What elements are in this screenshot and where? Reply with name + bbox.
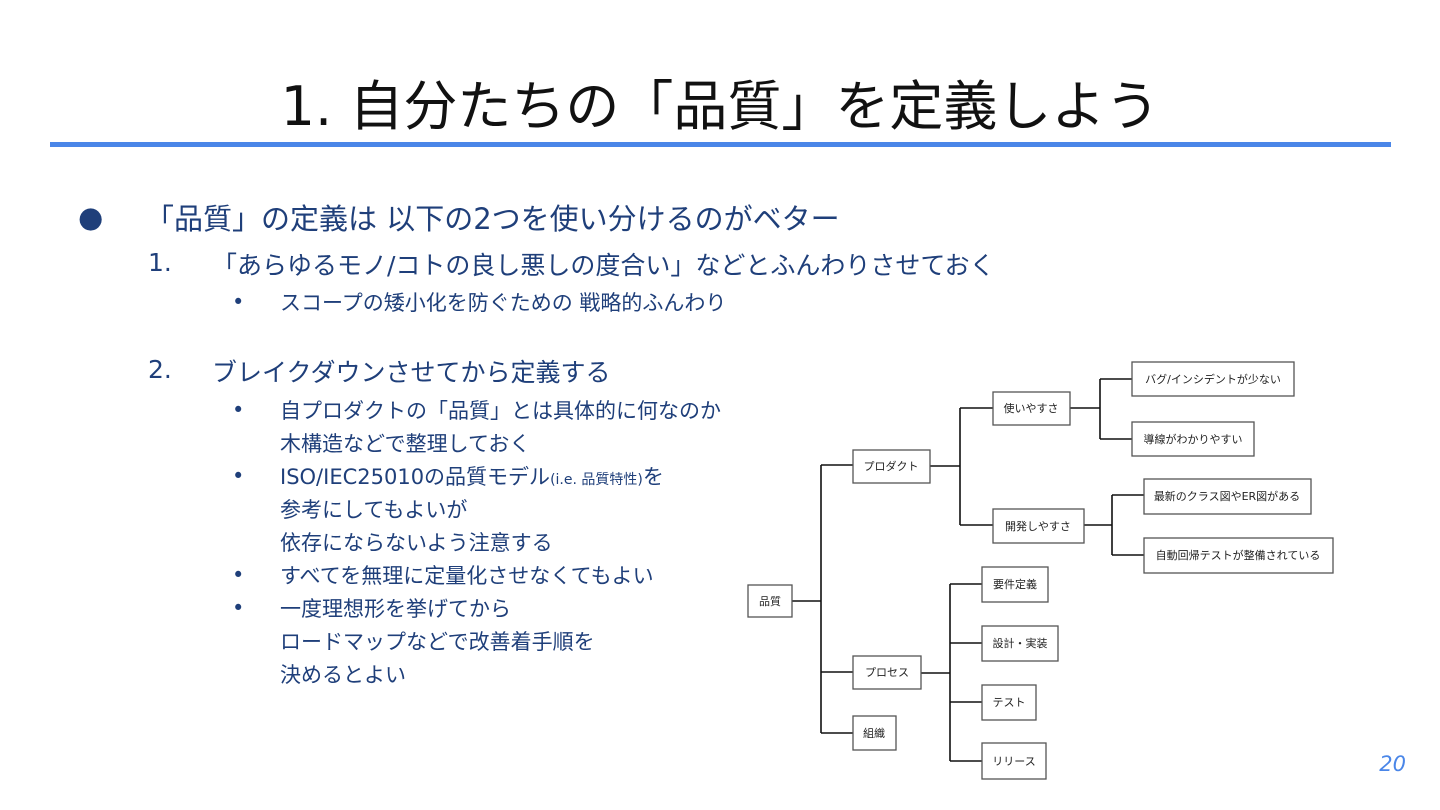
tree-node-product: プロダクト [852, 449, 931, 484]
item2-sub1-line2: 木構造などで整理しておく [280, 432, 531, 456]
tree-node-label: 最新のクラス図やER図がある [1154, 489, 1300, 503]
tree-node-label: 開発しやすさ [1005, 519, 1071, 533]
iso-model-note: (i.e. 品質特性) [550, 472, 643, 488]
item2-text: ブレイクダウンさせてから定義する [212, 358, 611, 387]
tree-node-root: 品質 [747, 584, 793, 618]
tree-node-test: テスト [981, 684, 1037, 721]
tree-node-label: プロダクト [864, 459, 919, 473]
main-bullet-text: 「品質」の定義は 以下の2つを使い分けるのがベター [145, 202, 840, 236]
tree-node-label: バグ/インシデントが少ない [1145, 372, 1281, 386]
item2-sub2-line3: 依存にならないよう注意する [280, 531, 553, 555]
tree-node-release: リリース [981, 742, 1047, 780]
iso-model-suffix: を [642, 465, 664, 489]
item2-number: 2. [148, 355, 172, 384]
sub-bullet-icon: • [232, 596, 245, 620]
tree-node-design-impl: 設計・実装 [981, 625, 1059, 662]
tree-node-requirements: 要件定義 [981, 566, 1049, 603]
tree-node-few-bugs: バグ/インシデントが少ない [1131, 361, 1295, 397]
sub-bullet-icon: • [232, 290, 245, 314]
item2-sub4-line2: ロードマップなどで改善着手順を [280, 630, 595, 654]
item2-sub2-line2: 参考にしてもよいが [280, 498, 468, 522]
iso-model-text: ISO/IEC25010の品質モデル [280, 465, 551, 489]
tree-node-auto-tests: 自動回帰テストが整備されている [1143, 537, 1334, 574]
tree-node-organization: 組織 [852, 715, 897, 751]
item1-sub1: スコープの矮小化を防ぐための 戦略的ふんわり [280, 291, 727, 315]
tree-node-label: 使いやすさ [1004, 402, 1059, 415]
bullet-dot-icon: ● [78, 200, 104, 234]
tree-node-latest-diagrams: 最新のクラス図やER図がある [1143, 478, 1312, 515]
item2-sub4-line3: 決めるとよい [280, 663, 406, 687]
title-underline [50, 142, 1391, 147]
sub-bullet-icon: • [232, 464, 245, 488]
tree-node-label: 設計・実装 [993, 636, 1048, 650]
tree-node-label: リリース [992, 755, 1035, 768]
tree-node-easy-flow: 導線がわかりやすい [1131, 421, 1255, 457]
tree-node-label: 導線がわかりやすい [1144, 432, 1243, 446]
tree-node-label: テスト [993, 696, 1026, 709]
item1-number: 1. [148, 248, 172, 277]
tree-node-label: 組織 [863, 727, 885, 740]
item2-sub1-line1: 自プロダクトの「品質」とは具体的に何なのか [280, 399, 721, 423]
tree-node-label: 自動回帰テストが整備されている [1156, 548, 1321, 562]
tree-node-process: プロセス [852, 655, 922, 690]
item2-sub2-line1: ISO/IEC25010の品質モデル(i.e. 品質特性)を [280, 461, 664, 491]
item2-sub4-line1: 一度理想形を挙げてから [280, 597, 511, 621]
tree-node-label: 品質 [759, 594, 781, 608]
tree-node-devability: 開発しやすさ [992, 508, 1085, 544]
tree-node-usability: 使いやすさ [992, 391, 1071, 426]
tree-node-label: 要件定義 [993, 577, 1037, 591]
tree-node-label: プロセス [865, 666, 909, 679]
item2-sub3: すべてを無理に定量化させなくてもよい [280, 564, 654, 588]
page-number: 20 [1379, 752, 1406, 776]
item1-text: 「あらゆるモノ/コトの良し悪しの度合い」などとふんわりさせておく [212, 251, 995, 280]
tree-edges [792, 378, 1144, 762]
sub-bullet-icon: • [232, 398, 245, 422]
slide-title: 1. 自分たちの「品質」を定義しよう [280, 75, 1160, 138]
sub-bullet-icon: • [232, 563, 245, 587]
